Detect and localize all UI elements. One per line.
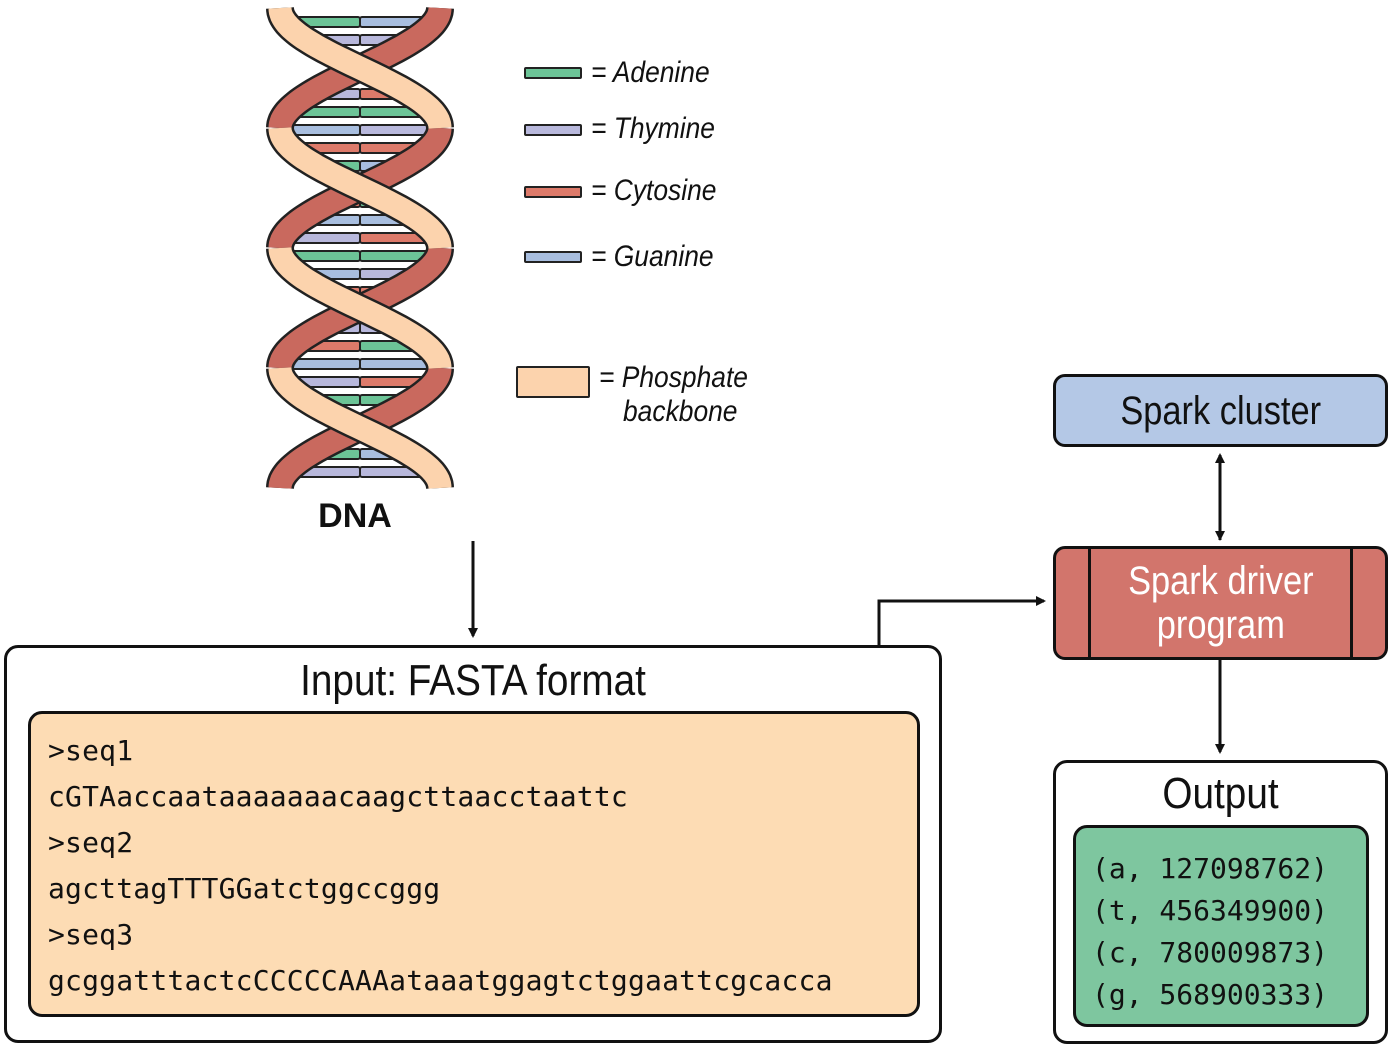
fasta-line: agcttagTTTGGatctggccggg bbox=[48, 872, 441, 905]
fasta-line: gcggatttactcCCCCCAAAataaatggagtctggaattc… bbox=[48, 964, 833, 997]
output-line: (g, 568900333) bbox=[1092, 978, 1329, 1011]
fasta-line: >seq1 bbox=[48, 734, 134, 767]
spark-driver-label: Spark driver program bbox=[1127, 559, 1314, 647]
legend-label-thymine: = Thymine bbox=[591, 112, 715, 145]
adenine-swatch-icon bbox=[524, 67, 582, 79]
input-fasta-box: Input: FASTA format >seq1 cGTAaccaataaaa… bbox=[4, 645, 942, 1043]
output-panel: (a, 127098762) (t, 456349900) (c, 780009… bbox=[1073, 825, 1369, 1027]
phosphate-backbone-swatch-icon bbox=[516, 366, 590, 398]
backbone-front bbox=[268, 7, 452, 129]
backbone-front bbox=[268, 127, 452, 249]
legend-label-adenine: = Adenine bbox=[591, 56, 710, 89]
spark-cluster-node: Spark cluster bbox=[1053, 374, 1388, 447]
dna-helix-illustration bbox=[266, 7, 454, 489]
legend-label-guanine: = Guanine bbox=[591, 240, 714, 273]
output-box: Output (a, 127098762) (t, 456349900) (c,… bbox=[1053, 760, 1388, 1044]
input-title: Input: FASTA format bbox=[300, 656, 646, 705]
fasta-line: cGTAaccaataaaaaaacaagcttaacctaattc bbox=[48, 780, 628, 813]
legend-label-backbone-line2: backbone bbox=[623, 395, 738, 428]
fasta-line: >seq3 bbox=[48, 918, 134, 951]
driver-left-bar bbox=[1088, 549, 1091, 657]
legend-label-backbone-line1: = Phosphate bbox=[599, 361, 748, 394]
legend-label-cytosine: = Cytosine bbox=[591, 174, 717, 207]
spark-cluster-label: Spark cluster bbox=[1120, 388, 1321, 433]
output-line: (t, 456349900) bbox=[1092, 894, 1329, 927]
spark-driver-node: Spark driver program bbox=[1053, 546, 1388, 660]
thymine-swatch-icon bbox=[524, 124, 582, 136]
output-line: (a, 127098762) bbox=[1092, 852, 1329, 885]
dna-label: DNA bbox=[318, 497, 392, 535]
driver-right-bar bbox=[1350, 549, 1353, 657]
base-pair-half bbox=[359, 124, 435, 136]
cytosine-swatch-icon bbox=[524, 186, 582, 198]
backbone-front bbox=[268, 367, 452, 489]
output-line: (c, 780009873) bbox=[1092, 936, 1329, 969]
backbone-front bbox=[268, 247, 452, 369]
fasta-panel: >seq1 cGTAaccaataaaaaaacaagcttaacctaattc… bbox=[28, 711, 920, 1017]
fasta-line: >seq2 bbox=[48, 826, 134, 859]
arrow-input-to-driver bbox=[877, 596, 1046, 645]
guanine-swatch-icon bbox=[524, 251, 582, 263]
output-title: Output bbox=[1162, 769, 1279, 818]
base-pair-half bbox=[285, 124, 362, 136]
